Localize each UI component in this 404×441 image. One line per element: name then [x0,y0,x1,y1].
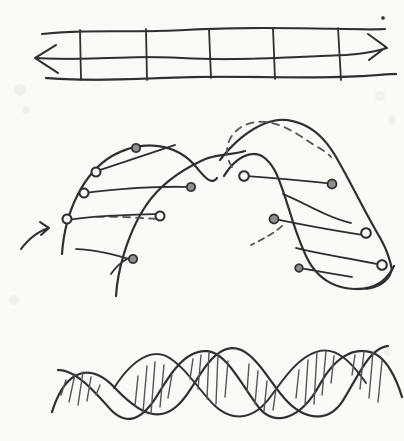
filled-node-1 [132,144,140,152]
strip-vertical-rule-1 [80,30,81,80]
filled-node-6 [295,264,303,272]
filled-node-4 [328,180,337,189]
open-node-3 [63,215,72,224]
open-node-4 [156,212,165,221]
stray-ink-dot [381,16,385,20]
filled-node-5 [270,215,279,224]
open-node-6 [361,228,371,238]
open-node-1 [92,168,101,177]
filled-node-3 [129,255,137,263]
open-node-7 [377,260,387,270]
open-node-5 [239,171,249,181]
filled-node-2 [187,183,195,191]
strip-vertical-rule-2 [146,29,147,80]
open-node-2 [80,189,89,198]
